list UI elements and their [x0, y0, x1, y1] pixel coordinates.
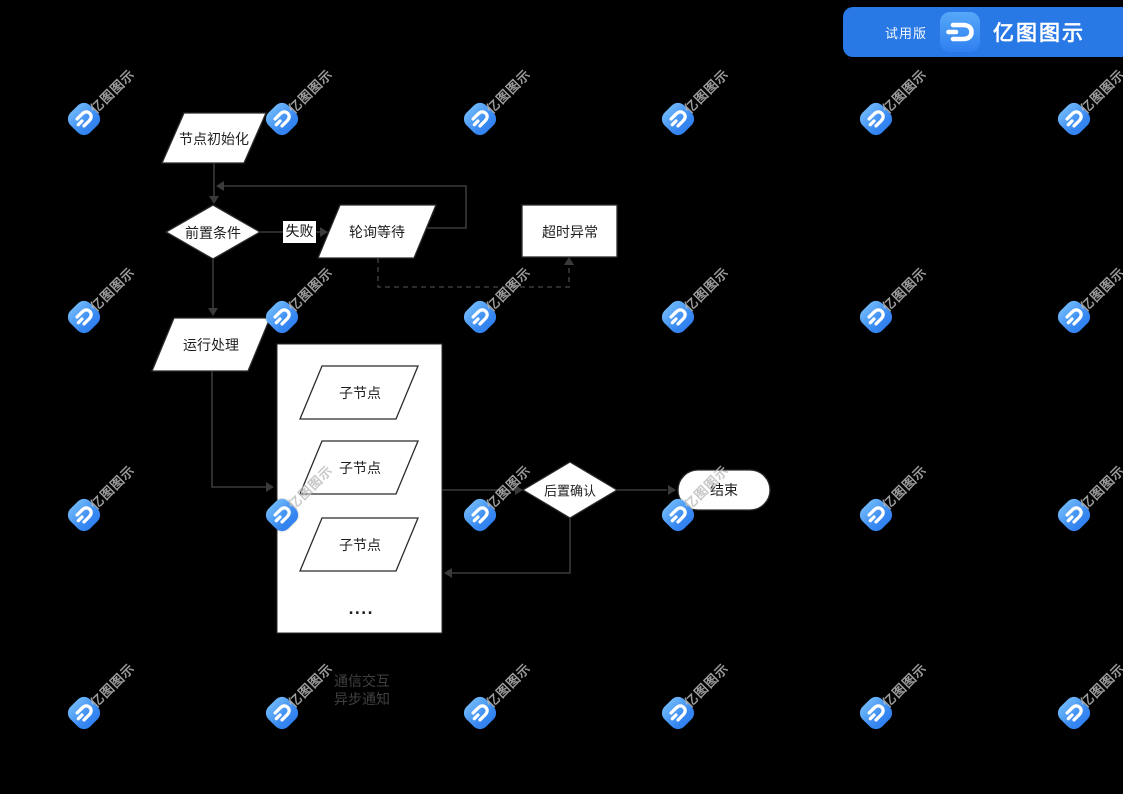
node-timeout [521, 204, 618, 258]
node-run [151, 317, 271, 372]
node-child-2 [299, 440, 419, 495]
legend-async-notify: 异步通知 [334, 692, 390, 708]
node-timeout-label: 超时异常 [542, 225, 598, 241]
trial-badge: 试用版 亿图图示 [843, 7, 1123, 57]
edge-label-fail: 失败 [283, 221, 316, 243]
edraw-logo-icon [940, 12, 980, 52]
connector-pollwait-timeout-dashed [377, 258, 570, 288]
node-end-label: 结束 [710, 483, 738, 499]
node-end [677, 469, 771, 511]
node-poll-wait-label: 轮询等待 [349, 225, 405, 241]
node-init [161, 112, 267, 164]
node-post-confirm-label: 后置确认 [543, 484, 597, 500]
brand-name: 亿图图示 [993, 21, 1085, 45]
node-init-label: 节点初始化 [179, 132, 249, 148]
legend-communication: 通信交互 [334, 674, 390, 690]
node-child-1-label: 子节点 [339, 386, 381, 402]
connector-postconfirm-loopback [452, 518, 571, 574]
node-post-confirm [521, 461, 619, 519]
trial-label: 试用版 [884, 26, 927, 42]
node-child-3-label: 子节点 [339, 538, 381, 554]
arrowhead-left-icon [216, 181, 224, 191]
node-child-3 [299, 517, 419, 572]
arrowhead-down-icon [209, 196, 219, 204]
arrowhead-down-icon [208, 308, 218, 316]
connector-pollwait-loopback [224, 185, 467, 229]
node-poll-wait [317, 204, 437, 259]
node-child-2-label: 子节点 [339, 461, 381, 477]
node-more-label: .... [348, 602, 374, 618]
arrowhead-right-icon [320, 227, 328, 237]
node-precondition [164, 204, 262, 260]
arrowhead-left-icon [444, 568, 452, 578]
node-child-1 [299, 365, 419, 420]
arrowhead-right-icon [515, 485, 523, 495]
node-run-label: 运行处理 [183, 338, 239, 354]
shapes [151, 112, 771, 634]
connector-run-container [211, 371, 266, 488]
arrowhead-up-icon [564, 257, 574, 265]
legend: 通信交互 异步通知 [334, 673, 390, 709]
arrowhead-right-icon [266, 482, 274, 492]
arrowhead-right-icon [668, 485, 676, 495]
node-precondition-label: 前置条件 [185, 226, 241, 242]
